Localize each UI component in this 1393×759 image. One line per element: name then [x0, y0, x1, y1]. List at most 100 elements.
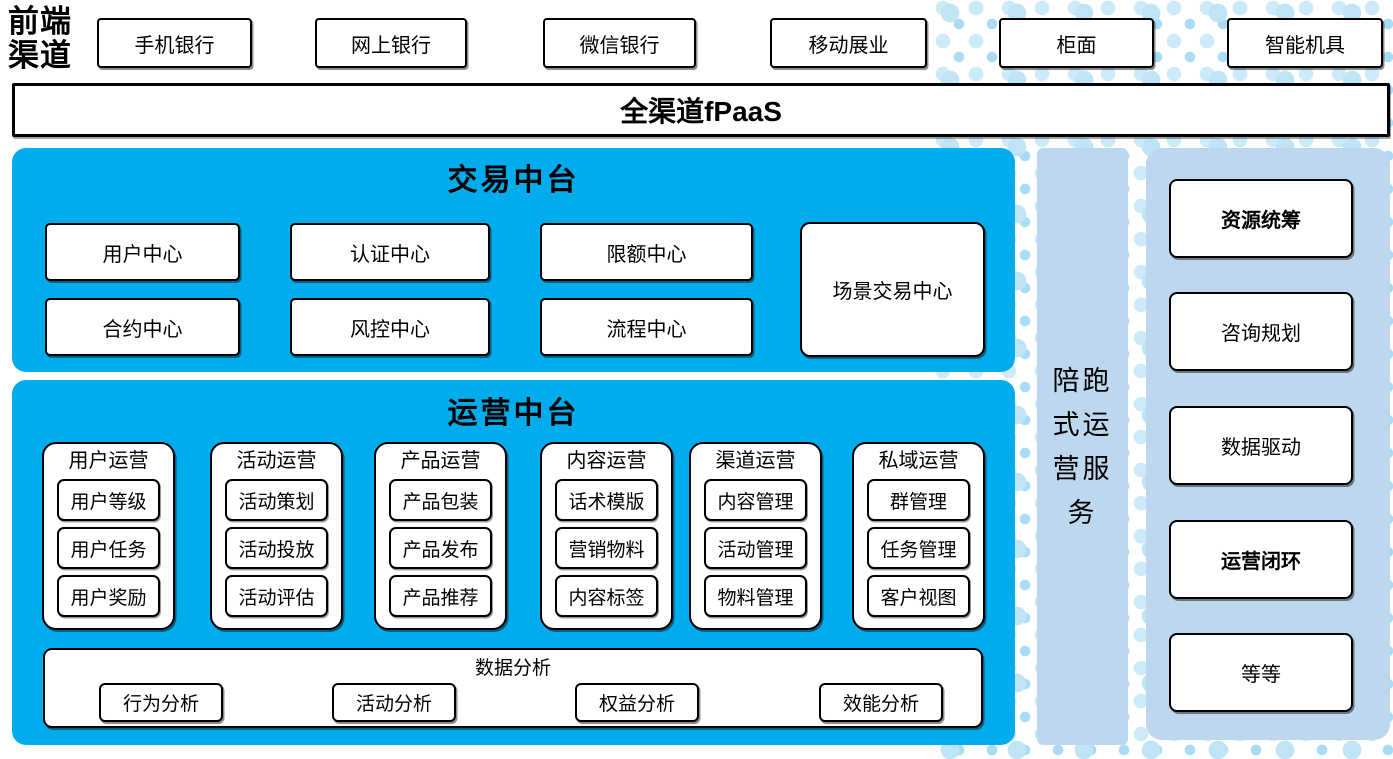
center-box-contract: 合约中心 — [45, 298, 240, 356]
right-box-resource-coordination: 资源统筹 — [1169, 179, 1353, 258]
right-box-label: 等等 — [1241, 664, 1281, 686]
front-channels-label: 前端渠道 — [8, 4, 72, 73]
right-box-data-driven: 数据驱动 — [1169, 406, 1353, 485]
op-item-label: 客户视图 — [880, 587, 957, 609]
channel-box-mobile-banking: 手机银行 — [97, 18, 252, 68]
right-box-etc: 等等 — [1169, 633, 1353, 712]
op-item: 活动评估 — [225, 575, 328, 617]
channel-label: 网上银行 — [351, 34, 431, 57]
op-item: 内容管理 — [704, 479, 807, 521]
channel-label: 手机银行 — [134, 34, 215, 57]
analysis-label: 权益分析 — [598, 694, 675, 715]
op-column-header: 活动运营 — [236, 450, 317, 472]
op-item-label: 内容管理 — [717, 491, 794, 513]
analysis-label: 效能分析 — [842, 694, 919, 715]
right-box-consulting-planning: 咨询规划 — [1169, 292, 1353, 371]
side-service-label: 陪跑式运营服务 — [1052, 365, 1113, 528]
op-column-header: 渠道运营 — [715, 450, 796, 472]
op-item-label: 活动策划 — [238, 491, 315, 513]
center-label: 风控中心 — [350, 318, 430, 341]
op-item: 客户视图 — [867, 575, 970, 617]
channel-box-wechat-banking: 微信银行 — [543, 18, 696, 68]
op-item: 任务管理 — [867, 527, 970, 569]
analysis-box-efficiency: 效能分析 — [819, 683, 943, 722]
op-item-label: 内容标签 — [568, 587, 645, 609]
op-item: 用户任务 — [57, 527, 160, 569]
op-item: 用户等级 — [57, 479, 160, 521]
op-item: 活动投放 — [225, 527, 328, 569]
analysis-box-behavior: 行为分析 — [99, 683, 223, 722]
op-item: 产品发布 — [389, 527, 492, 569]
channel-label: 移动展业 — [808, 34, 889, 57]
channel-box-counter: 柜面 — [999, 18, 1154, 68]
center-label: 流程中心 — [606, 318, 687, 341]
fpaas-bar: 全渠道fPaaS — [12, 83, 1390, 137]
channel-label: 智能机具 — [1265, 34, 1345, 57]
channel-label: 柜面 — [1056, 34, 1097, 57]
op-column-user-operation: 用户运营 用户等级 用户任务 用户奖励 — [42, 442, 175, 630]
analysis-box-rights: 权益分析 — [575, 683, 699, 722]
op-item-label: 活动投放 — [238, 539, 315, 561]
op-item-label: 活动管理 — [717, 539, 794, 561]
op-column-header: 私域运营 — [878, 450, 959, 472]
operation-platform-panel: 运营中台 用户运营 用户等级 用户任务 用户奖励 活动运营 活动策划 活动投放 … — [12, 380, 1015, 745]
side-service-bar: 陪跑式运营服务 — [1037, 148, 1128, 745]
analysis-label: 活动分析 — [355, 694, 432, 715]
right-box-label: 运营闭环 — [1221, 551, 1301, 573]
op-column-channel-operation: 渠道运营 内容管理 活动管理 物料管理 — [689, 442, 822, 630]
op-item: 用户奖励 — [57, 575, 160, 617]
op-item-label: 产品推荐 — [402, 587, 479, 609]
right-box-label: 资源统筹 — [1221, 210, 1301, 232]
op-item-label: 群管理 — [889, 491, 947, 513]
op-item: 活动策划 — [225, 479, 328, 521]
op-item: 话术模版 — [555, 479, 658, 521]
op-item: 产品推荐 — [389, 575, 492, 617]
channel-box-smart-machine: 智能机具 — [1227, 18, 1383, 68]
op-column-content-operation: 内容运营 话术模版 营销物料 内容标签 — [540, 442, 673, 630]
right-box-label: 咨询规划 — [1221, 323, 1301, 345]
center-box-process: 流程中心 — [540, 298, 753, 356]
op-item-label: 话术模版 — [568, 491, 645, 513]
op-column-activity-operation: 活动运营 活动策划 活动投放 活动评估 — [210, 442, 343, 630]
analysis-label: 行为分析 — [122, 694, 199, 715]
center-label: 用户中心 — [102, 243, 183, 266]
channel-box-mobile-outreach: 移动展业 — [770, 18, 927, 68]
fpaas-label: 全渠道fPaaS — [620, 96, 782, 127]
data-analysis-title: 数据分析 — [474, 658, 551, 679]
op-item: 内容标签 — [555, 575, 658, 617]
center-box-risk: 风控中心 — [290, 298, 490, 356]
channel-label: 微信银行 — [579, 34, 660, 57]
center-label: 认证中心 — [350, 243, 430, 266]
center-box-limit: 限额中心 — [540, 223, 753, 281]
op-item-label: 活动评估 — [238, 587, 315, 609]
op-column-header: 用户运营 — [68, 450, 149, 472]
channel-box-online-banking: 网上银行 — [315, 18, 467, 68]
op-item-label: 产品包装 — [402, 491, 479, 513]
right-box-label: 数据驱动 — [1221, 437, 1301, 459]
trade-platform-panel: 交易中台 用户中心 认证中心 限额中心 合约中心 风控中心 流程中心 场景交易中… — [12, 148, 1015, 372]
op-item: 产品包装 — [389, 479, 492, 521]
center-box-auth: 认证中心 — [290, 223, 490, 281]
op-item: 物料管理 — [704, 575, 807, 617]
center-label: 限额中心 — [606, 243, 687, 266]
op-column-header: 产品运营 — [400, 450, 481, 472]
op-item: 活动管理 — [704, 527, 807, 569]
trade-platform-title: 交易中台 — [447, 164, 580, 197]
center-box-user: 用户中心 — [45, 223, 240, 281]
op-column-private-domain-operation: 私域运营 群管理 任务管理 客户视图 — [852, 442, 985, 630]
center-box-scene-trade: 场景交易中心 — [800, 222, 985, 357]
op-column-product-operation: 产品运营 产品包装 产品发布 产品推荐 — [374, 442, 507, 630]
right-service-panel: 资源统筹 咨询规划 数据驱动 运营闭环 等等 — [1146, 148, 1390, 740]
op-item-label: 任务管理 — [880, 539, 957, 561]
op-item-label: 用户等级 — [70, 491, 147, 513]
op-item-label: 用户奖励 — [70, 587, 147, 609]
center-label: 场景交易中心 — [832, 281, 953, 303]
op-item-label: 营销物料 — [568, 539, 645, 561]
data-analysis-container: 数据分析 行为分析 活动分析 权益分析 效能分析 — [43, 648, 983, 728]
op-column-header: 内容运营 — [566, 450, 647, 472]
analysis-box-activity: 活动分析 — [332, 683, 456, 722]
op-item: 营销物料 — [555, 527, 658, 569]
op-item-label: 物料管理 — [717, 587, 794, 609]
op-item: 群管理 — [867, 479, 970, 521]
